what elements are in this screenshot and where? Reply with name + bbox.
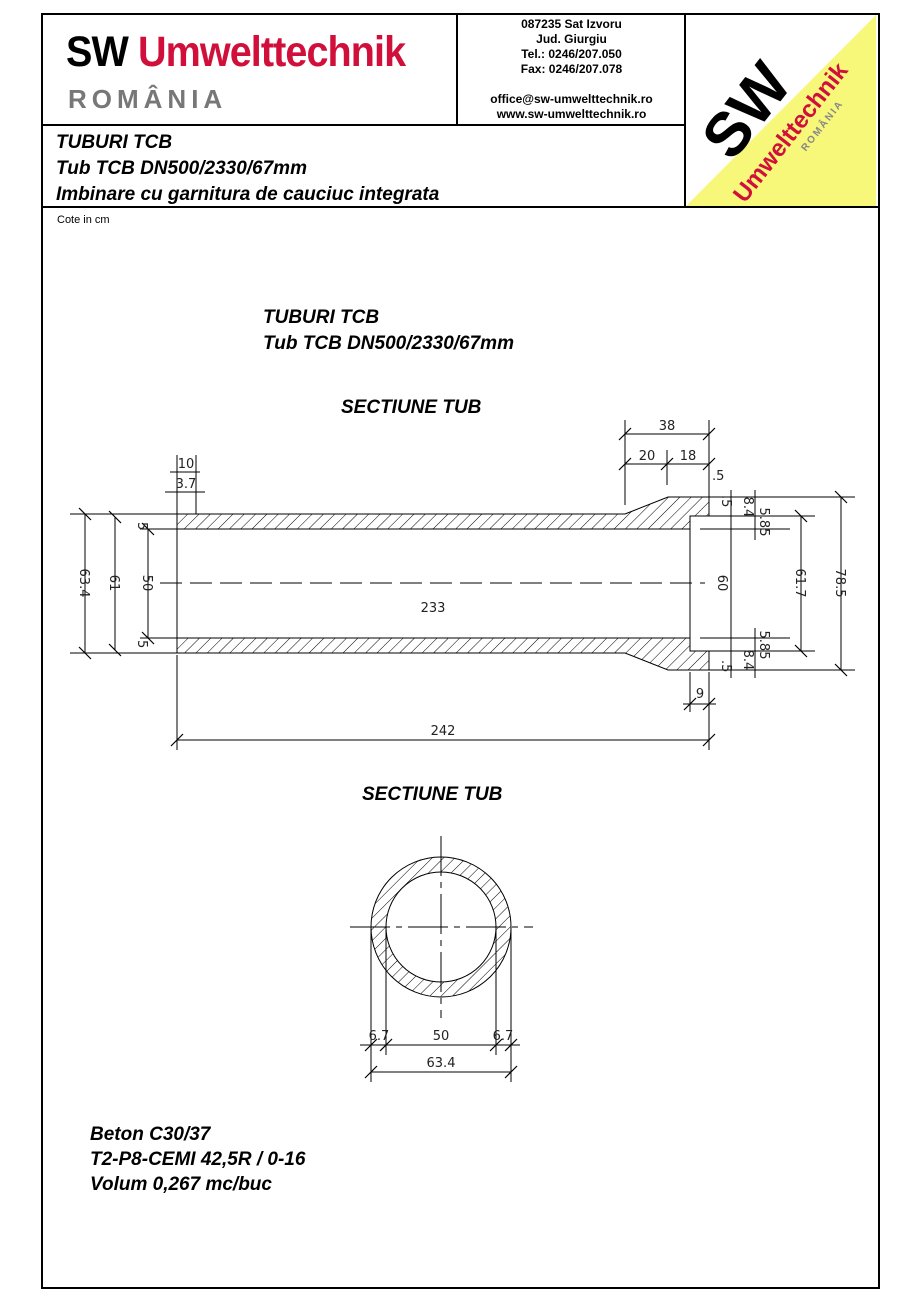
section-title: SECTIUNE TUB xyxy=(341,397,482,418)
sheet-frame xyxy=(41,13,880,1289)
corner-logo: SW Umwelttechnik ROMÂNIA xyxy=(686,15,876,206)
dim-label: 20 xyxy=(639,449,656,464)
dim-label: 5 xyxy=(134,640,149,648)
dim-label: 61 xyxy=(106,575,121,592)
dim-label: 242 xyxy=(431,724,456,739)
divider xyxy=(456,13,458,126)
tube-bottom-wall xyxy=(176,637,710,671)
phone: Tel.: 0246/207.050 xyxy=(521,47,622,61)
note-line: Volum 0,267 mc/buc xyxy=(90,1174,272,1195)
title-line: Tub TCB DN500/2330/67mm xyxy=(56,158,307,179)
tube-top-wall xyxy=(176,496,710,530)
address-line: 087235 Sat Izvoru xyxy=(521,17,622,31)
dim-label: 63.4 xyxy=(427,1056,456,1071)
divider xyxy=(41,206,878,208)
company-logo: SW Umwelttechnik xyxy=(66,28,406,76)
note-line: Beton C30/37 xyxy=(90,1124,211,1145)
document-title: TUBURI TCB Tub TCB DN500/2330/67mm Imbin… xyxy=(56,130,439,208)
dim-label: 50 xyxy=(139,575,154,592)
dim-label: .5 xyxy=(718,495,733,507)
drawing-heading: TUBURI TCB Tub TCB DN500/2330/67mm xyxy=(263,305,514,357)
dim-label: 61.7 xyxy=(792,569,807,598)
dim-label: 5 xyxy=(134,522,149,530)
dim-label: 5.85 xyxy=(756,631,771,660)
dim-label: 9 xyxy=(696,687,704,702)
dim-label: 63.4 xyxy=(76,569,91,598)
dim-label: 8.4 xyxy=(740,497,755,518)
dim-label: 5.85 xyxy=(756,508,771,537)
section-title: SECTIUNE TUB xyxy=(362,784,503,805)
note-line: T2-P8-CEMI 42,5R / 0-16 xyxy=(90,1149,306,1170)
dim-label: 3.7 xyxy=(176,477,197,492)
heading-line: Tub TCB DN500/2330/67mm xyxy=(263,333,514,354)
dim-label: 6.7 xyxy=(493,1029,514,1044)
dim-label: .5 xyxy=(712,469,724,484)
dim-label: .5 xyxy=(718,660,733,672)
dim-label: 38 xyxy=(659,419,676,434)
email: office@sw-umwelttechnik.ro xyxy=(490,92,653,106)
dim-label: 78.5 xyxy=(832,569,847,598)
address-line: Jud. Giurgiu xyxy=(536,32,607,46)
heading-line: TUBURI TCB xyxy=(263,307,380,328)
title-line: Imbinare cu garnitura de cauciuc integra… xyxy=(56,184,440,205)
dim-label: 18 xyxy=(680,449,697,464)
dim-label: 10 xyxy=(178,457,195,472)
dim-label: 60 xyxy=(714,575,729,592)
divider xyxy=(684,13,686,208)
material-notes: Beton C30/37 T2-P8-CEMI 42,5R / 0-16 Vol… xyxy=(90,1122,305,1197)
divider xyxy=(41,124,686,126)
website: www.sw-umwelttechnik.ro xyxy=(496,107,647,121)
fax: Fax: 0246/207.078 xyxy=(520,62,623,76)
dim-label: 50 xyxy=(433,1029,450,1044)
contact-block: 087235 Sat Izvoru Jud. Giurgiu Tel.: 024… xyxy=(459,17,684,122)
dim-label: 6.7 xyxy=(369,1029,390,1044)
units-note: Cote in cm xyxy=(57,214,110,226)
logo-country: ROMÂNIA xyxy=(68,84,228,114)
dim-label: 233 xyxy=(421,601,446,616)
dim-label: 8.4 xyxy=(740,650,755,671)
title-line: TUBURI TCB xyxy=(56,132,173,153)
